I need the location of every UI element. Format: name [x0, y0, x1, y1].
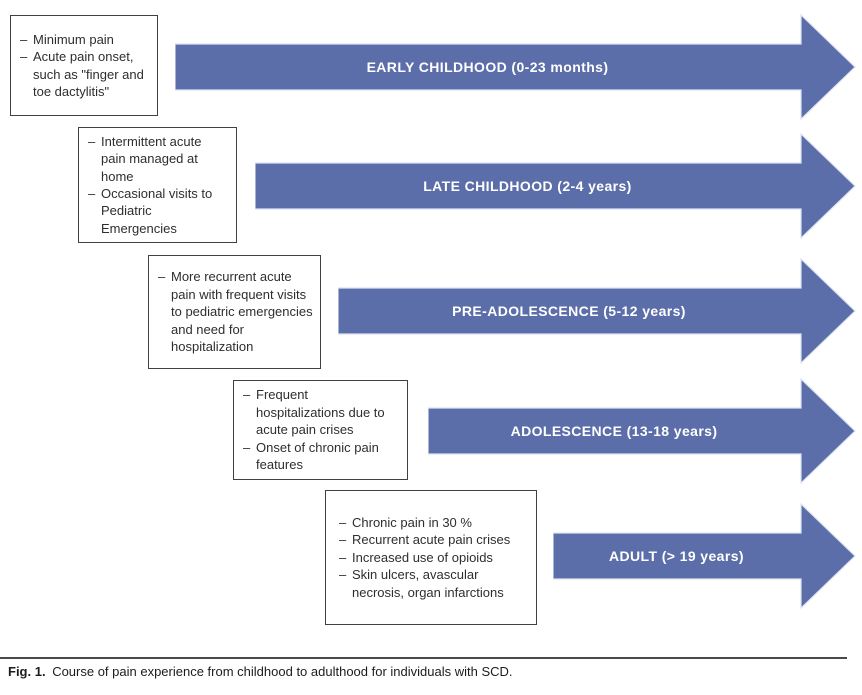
arrow-shape — [338, 258, 856, 364]
figure-caption-label: Fig. 1. — [8, 664, 46, 679]
bullet-text: More recurrent acute pain with frequent … — [171, 269, 313, 355]
bullet-text: Skin ulcers, avascular necrosis, organ i… — [352, 567, 504, 600]
dash-marker: – — [243, 439, 251, 455]
bullet-text: Onset of chronic pain features — [256, 439, 379, 473]
stage-label-adult: ADULT (> 19 years) — [609, 548, 744, 564]
bullet-item: – Minimum pain — [20, 31, 150, 48]
note-box-adolescence: – Frequent hospitalizations due to acute… — [233, 380, 408, 480]
arrow-late-childhood — [255, 133, 856, 239]
dash-marker: – — [243, 387, 251, 403]
figure-caption: Fig. 1. Course of pain experience from c… — [8, 664, 848, 679]
stage-label-adolescence: ADOLESCENCE (13-18 years) — [510, 423, 718, 439]
figure-caption-text: Course of pain experience from childhood… — [52, 664, 513, 679]
bullet-text: Occasional visits to Pediatric Emergenci… — [101, 186, 213, 236]
dash-marker: – — [339, 549, 347, 565]
note-box-pre-adolescence: – More recurrent acute pain with frequen… — [148, 255, 321, 369]
arrow-shape — [428, 378, 856, 484]
arrow-early-childhood — [175, 14, 856, 120]
arrow-adolescence — [428, 378, 856, 484]
stage-label-pre-adolescence: PRE-ADOLESCENCE (5-12 years) — [452, 303, 686, 319]
dash-marker: – — [20, 49, 28, 65]
bullet-item: – Increased use of opioids — [339, 549, 529, 566]
dash-marker: – — [88, 186, 96, 201]
dash-marker: – — [158, 269, 166, 285]
bullet-item: – Onset of chronic pain features — [243, 439, 400, 474]
bullet-item: – Occasional visits to Pediatric Emergen… — [88, 185, 229, 237]
arrow-adult — [553, 503, 856, 609]
dash-marker: – — [339, 532, 347, 548]
caption-divider — [0, 657, 847, 659]
note-box-early-childhood: – Minimum pain – Acute pain onset, such … — [10, 15, 158, 116]
bullet-item: – Acute pain onset, such as "finger and … — [20, 48, 150, 100]
bullet-text: Chronic pain in 30 % — [352, 514, 472, 530]
note-box-adult: – Chronic pain in 30 % – Recurrent acute… — [325, 490, 537, 625]
bullet-text: Frequent hospitalizations due to acute p… — [256, 387, 385, 438]
arrow-shape — [553, 503, 856, 609]
bullet-text: Recurrent acute pain crises — [352, 532, 511, 548]
stage-label-late-childhood: LATE CHILDHOOD (2-4 years) — [423, 178, 632, 194]
dash-marker: – — [88, 133, 96, 149]
arrow-shape — [255, 133, 856, 239]
bullet-item: – Recurrent acute pain crises — [339, 531, 529, 548]
bullet-item: – Frequent hospitalizations due to acute… — [243, 386, 400, 438]
bullet-text: Acute pain onset, such as "finger and to… — [33, 49, 144, 99]
bullet-item: – More recurrent acute pain with frequen… — [158, 268, 313, 355]
bullet-text: Intermittent acute pain managed at home — [101, 133, 202, 184]
bullet-item: – Chronic pain in 30 % — [339, 514, 529, 531]
stage-label-early-childhood: EARLY CHILDHOOD (0-23 months) — [366, 59, 609, 75]
dash-marker: – — [20, 31, 28, 47]
bullet-item: – Skin ulcers, avascular necrosis, organ… — [339, 566, 529, 601]
dash-marker: – — [339, 567, 347, 583]
bullet-text: Increased use of opioids — [352, 549, 493, 565]
arrow-pre-adolescence — [338, 258, 856, 364]
dash-marker: – — [339, 514, 347, 530]
arrow-shape — [175, 14, 856, 120]
bullet-text: Minimum pain — [33, 31, 114, 47]
note-box-late-childhood: – Intermittent acute pain managed at hom… — [78, 127, 237, 243]
bullet-item: – Intermittent acute pain managed at hom… — [88, 133, 229, 185]
